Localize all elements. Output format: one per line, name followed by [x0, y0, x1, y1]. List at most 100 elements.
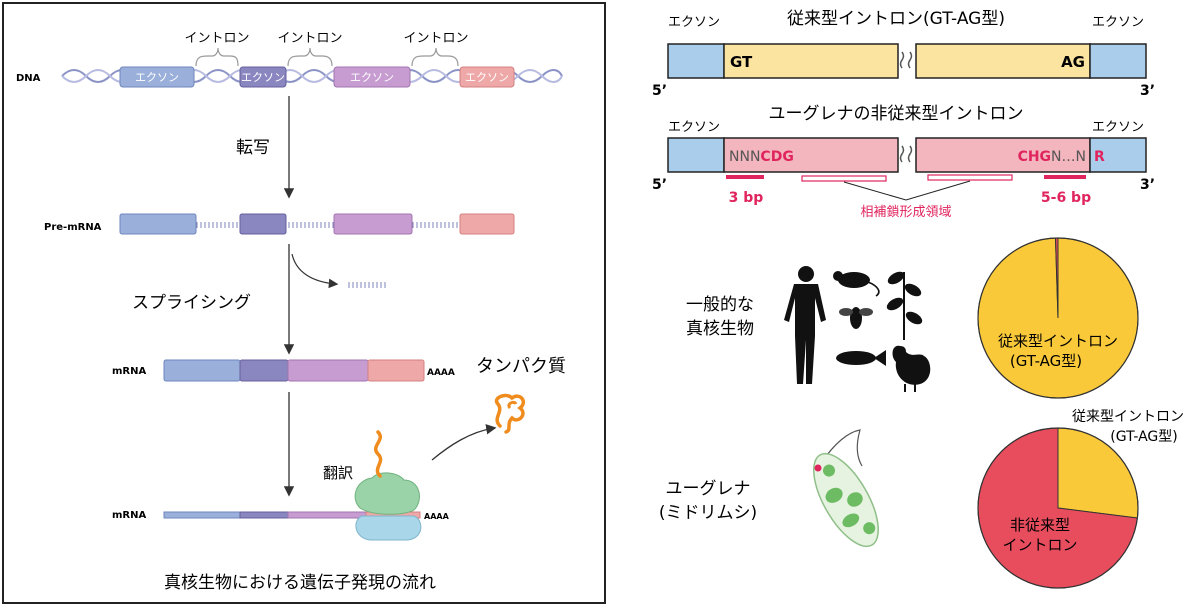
protein-release-arrow	[431, 424, 497, 461]
eu-exon-right	[1089, 137, 1147, 173]
bp-right-label: 5-6 bp	[1041, 190, 1091, 206]
mrna-label: mRNA	[112, 366, 146, 377]
pie2-top-label-2: (GT-AG型)	[1110, 429, 1177, 445]
eu-left-seq-red: CDG	[760, 149, 793, 165]
bp-left-bar	[726, 175, 764, 179]
gtag-five-prime: 5’	[652, 83, 667, 99]
plant-icon	[886, 271, 923, 340]
intron-label-3: イントロン	[403, 31, 468, 46]
excised-intron-arrow	[291, 253, 339, 289]
gtag-exon-right-label: エクソン	[1092, 15, 1144, 30]
pie2-label-1: 非従来型	[1010, 516, 1070, 534]
eu-right-seq-plain: N…N	[1051, 149, 1086, 165]
premrna-exon-2	[239, 213, 287, 235]
eu-exon-left-label: エクソン	[668, 120, 720, 135]
premrna-label: Pre-mRNA	[44, 222, 102, 233]
excised-intron	[348, 282, 388, 288]
gtag-three-prime: 3’	[1140, 83, 1155, 99]
gtag-intron-right	[915, 43, 1091, 79]
mrna-exon-1	[163, 359, 241, 382]
polya-tail-2: AAAA	[424, 512, 450, 521]
complement-label: 相補鎖形成領域	[860, 204, 951, 220]
euglena-intron-title: ユーグレナの非従来型イントロン	[769, 104, 1024, 124]
mrna2-exon-1	[163, 511, 241, 519]
human-icon	[784, 266, 826, 384]
euglena-icon	[813, 429, 879, 548]
polya-tail: AAAA	[427, 368, 455, 378]
mouse-icon	[833, 271, 880, 297]
chicken-icon	[892, 345, 931, 392]
pie-chart-euglena	[977, 427, 1139, 589]
premrna-exon-3	[333, 213, 413, 235]
mrna2-label: mRNA	[112, 510, 146, 521]
mrna-exon-2	[239, 359, 289, 382]
intron-label-2: イントロン	[277, 31, 342, 46]
pie-chart-general	[977, 237, 1139, 399]
dna-exon-1	[119, 66, 195, 88]
mrna2-exon-2	[239, 511, 289, 519]
eukaryote-silhouettes	[784, 266, 931, 392]
dna-exon-1-label: エクソン	[135, 71, 179, 84]
mrna-exon-3	[287, 359, 369, 382]
pie-outline-2	[977, 427, 1139, 589]
pie1-label-2: (GT-AG型)	[1010, 352, 1082, 370]
complement-box-left	[801, 175, 887, 182]
protein-label: タンパク質	[476, 356, 566, 377]
eu-intron-left	[723, 137, 899, 173]
eu-exon-r: R	[1094, 149, 1105, 165]
bp-left-label: 3 bp	[729, 190, 764, 206]
splicing-label: スプライシング	[132, 293, 251, 313]
gtag-intron-left	[723, 43, 899, 79]
gtag-exon-left-label: エクソン	[668, 15, 720, 30]
eu-left-seq: NNNCDG	[729, 149, 794, 165]
eu-left-seq-plain: NNN	[729, 149, 760, 165]
eu-break-1	[899, 145, 905, 163]
gtag-exon-right	[1089, 43, 1147, 79]
euglena-label-2: (ミドリムシ)	[659, 503, 757, 523]
gtag-break-2	[907, 51, 913, 69]
premrna-intron-2	[286, 222, 334, 228]
transcription-label: 転写	[236, 138, 270, 158]
protein-icon	[494, 393, 525, 434]
eu-break-2	[907, 145, 913, 163]
gtag-title: 従来型イントロン(GT-AG型)	[787, 9, 1005, 29]
dna-exon-3	[333, 66, 411, 88]
fly-icon	[839, 307, 873, 329]
intron-brace-3	[411, 47, 459, 67]
eu-right-seq: CHGN…N	[1018, 149, 1086, 165]
dna-exon-4	[459, 66, 515, 88]
mrna2-exon-3	[287, 511, 367, 519]
eu-exon-right-label: エクソン	[1092, 120, 1144, 135]
pie2-label-2: イントロン	[1002, 536, 1077, 554]
ribosome-icon	[354, 430, 422, 541]
gtag-exon-left	[667, 43, 725, 79]
pie-outline-1	[977, 237, 1139, 399]
premrna-exon-4	[459, 213, 515, 235]
eu-right-seq-red: CHG	[1018, 149, 1051, 165]
complement-connector	[843, 180, 971, 201]
pie1-label-1: 従来型イントロン	[998, 332, 1118, 350]
intron-brace-2	[287, 47, 333, 67]
translation-label: 翻訳	[323, 464, 353, 482]
complement-box-right	[927, 174, 1013, 181]
bp-right-bar	[1044, 175, 1086, 179]
intron-label-1: イントロン	[184, 31, 249, 46]
mrna-exon-4	[367, 359, 425, 382]
premrna-intron-3	[412, 222, 460, 228]
fish-icon	[836, 350, 886, 366]
pie2-top-label-1: 従来型イントロン	[1072, 409, 1184, 425]
dna-exon-2-label: エクソン	[241, 71, 285, 84]
dna-label: DNA	[16, 73, 41, 84]
general-label-2: 真核生物	[686, 319, 754, 339]
dna-exon-2	[239, 66, 287, 88]
left-caption: 真核生物における遺伝子発現の流れ	[164, 573, 436, 593]
dna-exon-4-label: エクソン	[465, 71, 509, 84]
euglena-label-1: ユーグレナ	[666, 479, 751, 499]
eu-three-prime: 3’	[1140, 177, 1155, 193]
premrna-intron-1	[196, 222, 240, 228]
ag-motif: AG	[1061, 53, 1085, 71]
gt-motif: GT	[730, 53, 753, 71]
eu-five-prime: 5’	[652, 177, 667, 193]
intron-brace-1	[195, 47, 239, 67]
